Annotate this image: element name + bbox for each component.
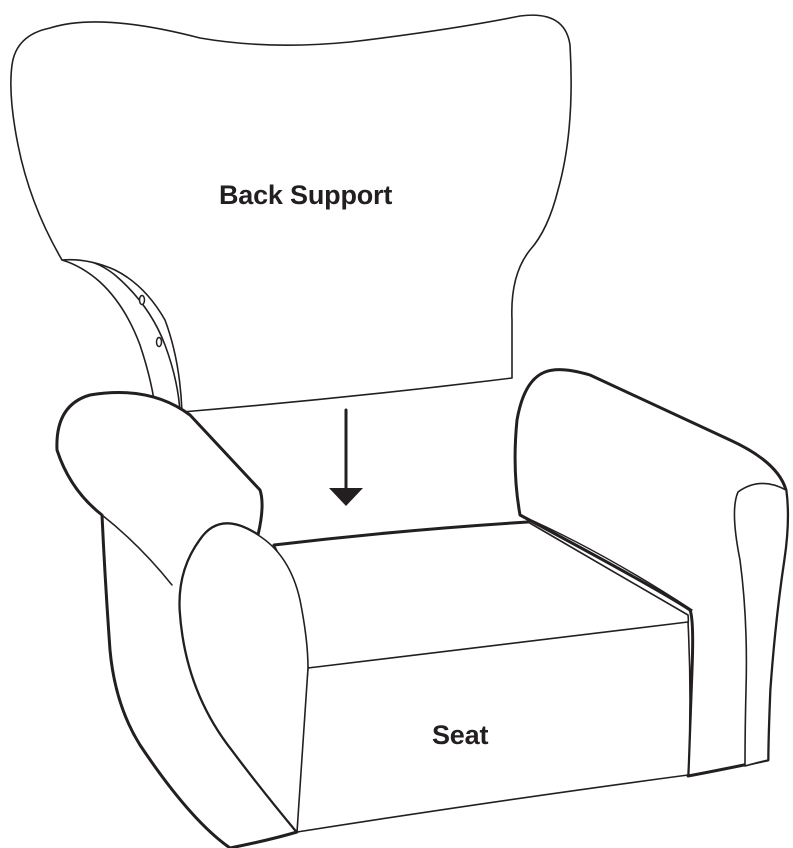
mounting-hole [157, 338, 162, 347]
back-support-panel [11, 15, 571, 412]
mounting-hole [140, 296, 145, 305]
back-support-label: Back Support [219, 180, 392, 211]
back-support-cushion [11, 15, 571, 412]
seat-base [57, 370, 788, 848]
down-arrow [329, 410, 363, 506]
seat-label: Seat [432, 720, 488, 751]
